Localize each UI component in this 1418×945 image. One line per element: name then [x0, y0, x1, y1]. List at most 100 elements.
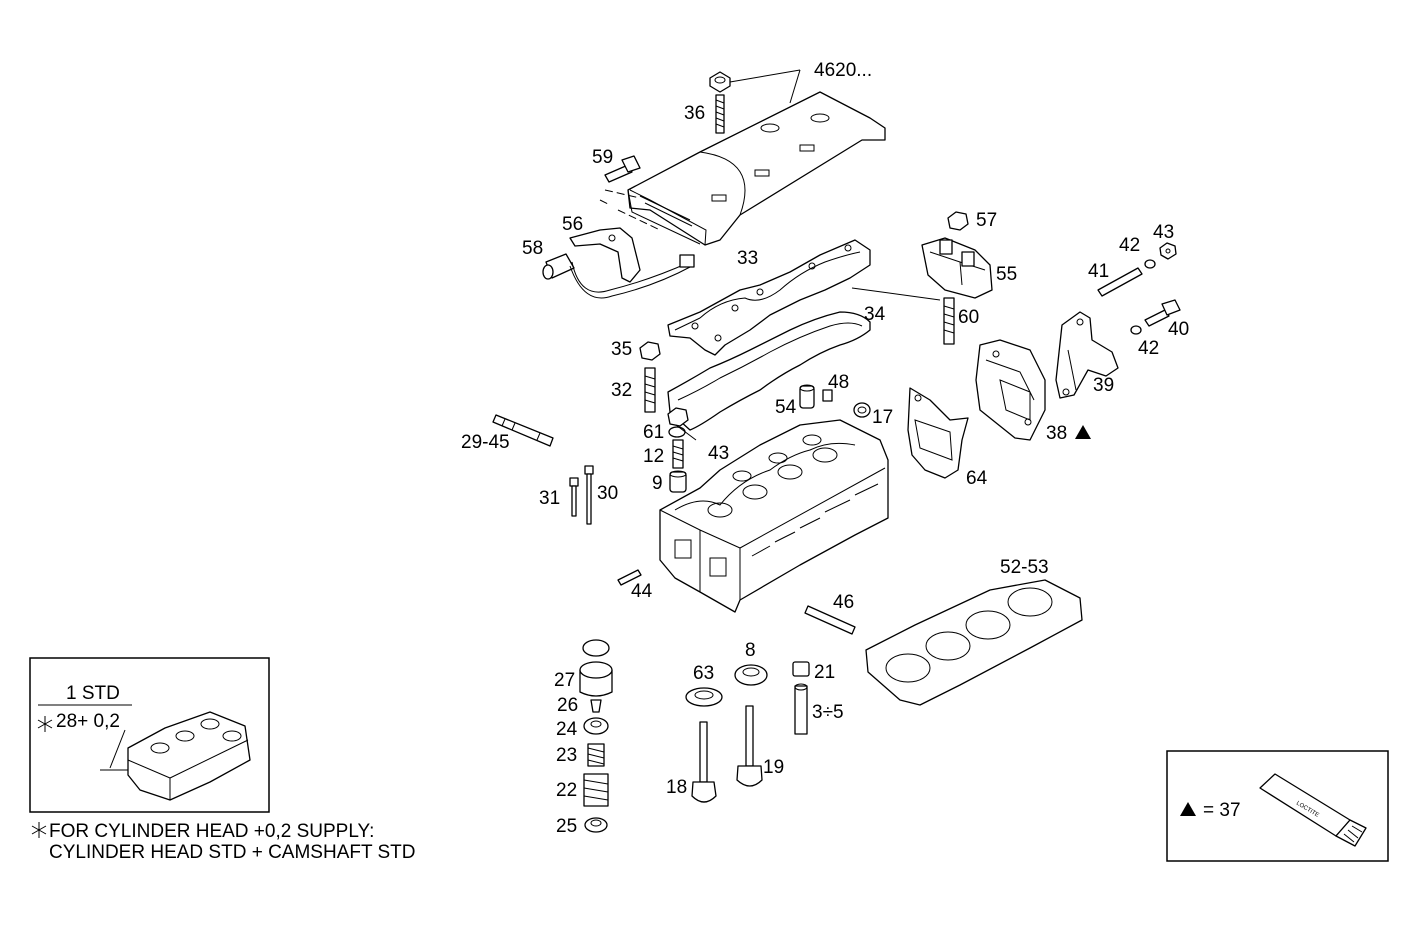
nut-43-top: [1159, 242, 1177, 260]
label-29-45: 29-45: [461, 432, 510, 453]
plug-48: [822, 389, 833, 402]
spring-22: [583, 773, 609, 807]
label-57: 57: [976, 210, 997, 231]
nut-35: [639, 341, 661, 361]
label-32: 32: [611, 380, 632, 401]
bracket-55: [921, 237, 993, 299]
label-22: 22: [556, 780, 577, 801]
bushing-9: [669, 470, 687, 493]
stud-12: [672, 439, 684, 469]
legend-text: = 37: [1203, 800, 1241, 821]
footnote-line-1: FOR CYLINDER HEAD +0,2 SUPPLY:: [49, 821, 374, 842]
stud-36: [715, 94, 725, 134]
footnote-line-2: CYLINDER HEAD STD + CAMSHAFT STD: [49, 842, 416, 863]
label-25: 25: [556, 816, 577, 837]
label-12: 12: [643, 446, 664, 467]
label-24: 24: [556, 719, 578, 740]
label-35: 35: [611, 339, 632, 360]
engine-cover: [627, 91, 886, 246]
label-3-5: 3÷5: [812, 702, 844, 723]
label-60: 60: [958, 307, 979, 328]
label-54: 54: [775, 397, 797, 418]
asterisk-icon: [37, 716, 53, 732]
valve-19: [736, 705, 763, 787]
plug-17: [853, 402, 871, 418]
label-41: 41: [1088, 261, 1109, 282]
bolt-31: [569, 477, 579, 517]
triangle-icon: [1075, 425, 1091, 439]
label-8: 8: [745, 640, 756, 661]
valve-guide-21: [792, 661, 810, 677]
stud-41: [1097, 267, 1143, 297]
label-42-top: 42: [1119, 235, 1140, 256]
label-43-stack: 43: [708, 443, 729, 464]
washer-42-top: [1144, 259, 1156, 269]
label-23: 23: [556, 745, 577, 766]
label-26: 26: [557, 695, 578, 716]
label-56: 56: [562, 214, 583, 235]
nut-57: [947, 211, 969, 231]
label-48: 48: [828, 372, 849, 393]
triangle-icon: [1180, 802, 1196, 816]
label-61: 61: [643, 422, 664, 443]
stud-46: [804, 605, 856, 635]
valve-18: [691, 721, 717, 803]
label-27: 27: [554, 670, 575, 691]
washer-61: [668, 426, 686, 438]
label-17: 17: [872, 407, 893, 428]
label-21: 21: [814, 662, 835, 683]
label-59: 59: [592, 147, 613, 168]
asterisk-icon: [31, 822, 47, 838]
label-55: 55: [996, 264, 1017, 285]
legend-box: = 37 LOCTITE: [1166, 750, 1389, 862]
label-31: 31: [539, 488, 560, 509]
seal-63: [685, 687, 723, 707]
label-19: 19: [763, 757, 784, 778]
pin-44: [617, 569, 642, 586]
retainer-24: [583, 717, 609, 735]
stud-32: [644, 367, 656, 413]
sealant-tube-icon: LOCTITE: [1259, 773, 1367, 847]
label-46: 46: [833, 592, 854, 613]
inset-oversize-label: 28+ 0,2: [56, 711, 120, 732]
label-9: 9: [652, 473, 663, 494]
seal-8: [734, 664, 768, 686]
seat-25: [584, 817, 608, 833]
valve-guide-3-5: [794, 683, 808, 735]
bracket-38: [975, 339, 1046, 441]
sensor-58: [542, 253, 695, 299]
label-58: 58: [522, 238, 543, 259]
label-33: 33: [737, 248, 758, 269]
stud-60: [943, 297, 955, 345]
bolt-30: [584, 465, 594, 525]
sensor-bracket-56: [569, 227, 641, 283]
label-39: 39: [1093, 375, 1114, 396]
nut-36: [709, 71, 731, 93]
plug-54: [799, 384, 815, 409]
inset-std-label: 1 STD: [66, 683, 120, 704]
bolt-59: [604, 155, 641, 183]
cylinder-head: [659, 419, 889, 613]
label-52-53: 52-53: [1000, 557, 1049, 578]
label-38: 38: [1046, 423, 1067, 444]
label-4620: 4620...: [814, 60, 872, 81]
collet-26: [590, 699, 602, 713]
label-43-top: 43: [1153, 222, 1174, 243]
label-64: 64: [966, 468, 988, 489]
bolt-40: [1144, 299, 1181, 327]
inset-box: 1 STD 28+ 0,2: [29, 657, 270, 813]
label-40: 40: [1168, 319, 1189, 340]
bracket-64: [907, 387, 969, 479]
tappet-27: [579, 639, 613, 697]
label-30: 30: [597, 483, 618, 504]
label-18: 18: [666, 777, 687, 798]
bracket-39: [1055, 311, 1119, 399]
inset-cylinder-head: [127, 711, 251, 801]
label-42-bottom: 42: [1138, 338, 1159, 359]
gasket-34: [667, 311, 871, 431]
cam-housing-33: [667, 239, 871, 356]
label-36: 36: [684, 103, 705, 124]
label-44: 44: [631, 581, 653, 602]
stud-29-45: [492, 414, 554, 447]
spring-23: [587, 743, 605, 767]
